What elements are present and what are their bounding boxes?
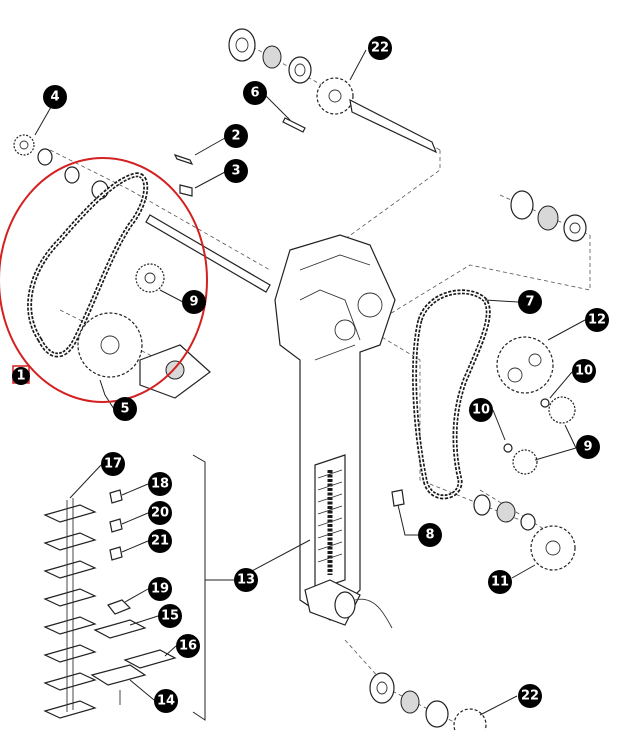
callout-1: 1	[12, 367, 30, 385]
highlight-circle	[0, 157, 208, 403]
callout-label: 22	[371, 41, 389, 56]
callout-4: 4	[43, 85, 67, 109]
callout-13: 13	[234, 568, 258, 592]
callout-15: 15	[158, 604, 182, 628]
callout-label: 12	[588, 313, 606, 328]
callout-label: 6	[250, 86, 259, 101]
elevator-housing	[274, 234, 396, 629]
callout-label: 19	[151, 582, 169, 597]
callout-label: 9	[583, 440, 592, 455]
callout-label: 10	[472, 403, 490, 418]
callout-label: 14	[157, 694, 175, 709]
callout-label: 16	[179, 639, 197, 654]
callout-label: 11	[491, 575, 509, 590]
bracket-13	[192, 454, 206, 721]
callout-label: 15	[161, 609, 179, 624]
callout-20: 20	[148, 501, 172, 525]
callout-label: 17	[104, 457, 122, 472]
callout-3: 3	[224, 159, 248, 183]
callout-17: 17	[101, 452, 125, 476]
callout-22-top: 22	[368, 36, 392, 60]
left-drive-chain	[27, 172, 149, 358]
paddle-stack	[43, 498, 97, 719]
callout-6: 6	[243, 81, 267, 105]
left-sprocket-group	[13, 134, 271, 293]
callout-label: 10	[575, 364, 593, 379]
callout-label: 18	[151, 477, 169, 492]
callout-label: 3	[231, 164, 240, 179]
callout-label: 4	[50, 90, 59, 105]
callout-9-right: 9	[576, 435, 600, 459]
callout-12: 12	[585, 308, 609, 332]
callout-7: 7	[518, 290, 542, 314]
callout-2: 2	[224, 124, 248, 148]
flight-hardware	[90, 489, 177, 705]
callout-21: 21	[148, 529, 172, 553]
bottom-shaft-assembly	[369, 672, 487, 730]
callout-19: 19	[148, 577, 172, 601]
callout-16: 16	[176, 634, 200, 658]
right-sprockets	[391, 190, 587, 571]
callout-label: 13	[237, 573, 255, 588]
top-shaft-assembly	[228, 28, 438, 154]
pin-parts	[173, 153, 194, 197]
callout-label: 21	[151, 534, 169, 549]
callout-18: 18	[148, 472, 172, 496]
callout-label: 8	[425, 528, 434, 543]
callout-5: 5	[113, 397, 137, 421]
callout-22-bottom: 22	[518, 684, 542, 708]
callout-9-left: 9	[182, 290, 206, 314]
callout-label: 1	[16, 369, 25, 384]
callout-label: 20	[151, 506, 169, 521]
callout-10-lower: 10	[469, 398, 493, 422]
callout-11: 11	[488, 570, 512, 594]
callout-label: 9	[189, 295, 198, 310]
right-drive-chain	[412, 289, 491, 500]
callout-label: 7	[525, 295, 534, 310]
callout-10-upper: 10	[572, 359, 596, 383]
callout-label: 22	[521, 689, 539, 704]
callout-label: 5	[120, 402, 129, 417]
callout-8: 8	[418, 523, 442, 547]
callout-label: 2	[231, 129, 240, 144]
callout-14: 14	[154, 689, 178, 713]
